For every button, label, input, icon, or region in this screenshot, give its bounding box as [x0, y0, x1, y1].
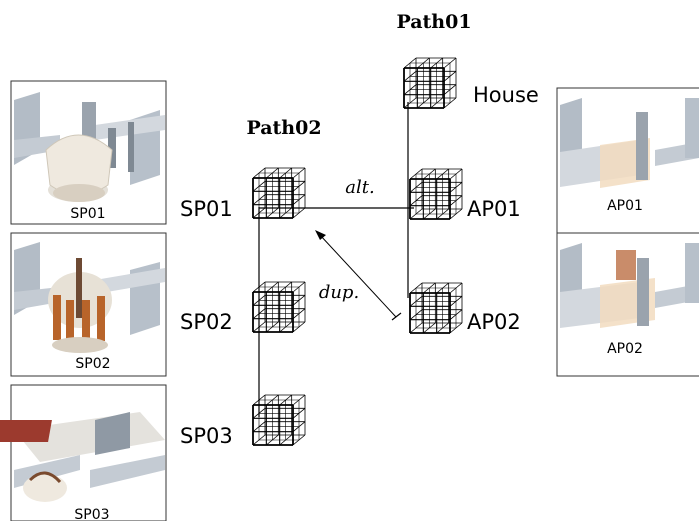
cube-icon-sp03	[252, 394, 306, 446]
thumbnail-caption-sp01: SP01	[70, 206, 105, 222]
cube-icon-sp02	[252, 281, 306, 333]
node-label-ap02: AP02	[467, 310, 521, 334]
node-label-house: House	[473, 83, 539, 107]
thumbnail-sp03: SP03	[0, 384, 167, 521]
cube-icon-ap02	[409, 282, 463, 334]
node-label-sp01: SP01	[180, 197, 233, 221]
thumbnail-ap01: AP01	[556, 87, 699, 234]
dup-arrowhead	[315, 230, 326, 240]
cube-icon-ap01	[409, 168, 463, 220]
cube-icon-house	[403, 57, 457, 109]
dup-edge-tail	[391, 312, 402, 321]
thumbnail-sp02: SP02	[10, 232, 167, 377]
thumbnail-caption-ap02: AP02	[607, 341, 643, 357]
dup-edge-label: dup.	[319, 282, 359, 303]
node-label-sp02: SP02	[180, 310, 233, 334]
node-label-ap01: AP01	[467, 197, 521, 221]
thumbnail-sp01: SP01	[10, 80, 167, 225]
thumbnail-caption-ap01: AP01	[607, 198, 643, 214]
node-label-sp03: SP03	[180, 424, 233, 448]
alt-edge-label: alt.	[345, 177, 374, 198]
cube-icon-sp01	[252, 167, 306, 219]
path02-title: Path02	[246, 117, 321, 139]
path01-title: Path01	[396, 11, 471, 33]
thumbnail-ap02: AP02	[556, 232, 699, 377]
thumbnail-caption-sp02: SP02	[75, 356, 110, 372]
thumbnail-caption-sp03: SP03	[74, 507, 109, 521]
dup-edge	[319, 234, 397, 318]
